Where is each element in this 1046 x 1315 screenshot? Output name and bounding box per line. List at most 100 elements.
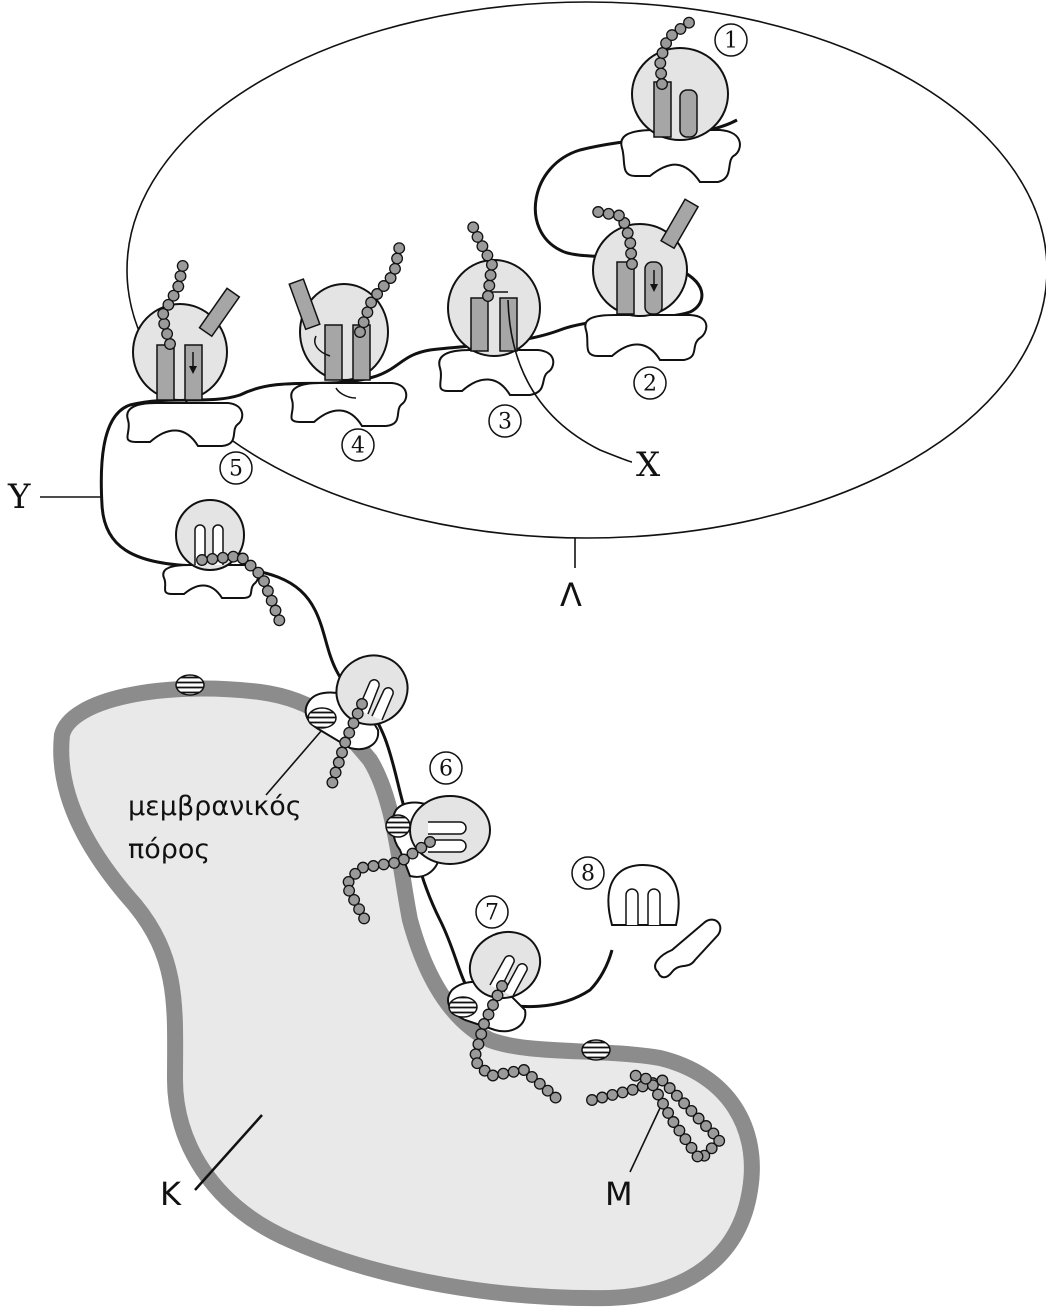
label-membrane-pore-line1: μεμβρανικός: [128, 791, 302, 822]
label-m: M: [605, 1175, 633, 1213]
amino-acid-bead: [705, 1142, 718, 1155]
amino-acid-bead: [471, 230, 484, 243]
amino-acid-bead: [663, 1082, 676, 1095]
amino-acid-bead: [626, 258, 638, 270]
amino-acid-bead: [261, 585, 274, 597]
ribosome-step-4: [288, 278, 408, 427]
svg-text:6: 6: [439, 757, 453, 782]
amino-acid-bead: [616, 1086, 629, 1099]
amino-acid-bead: [415, 841, 428, 854]
amino-acid-bead: [377, 858, 390, 871]
pore: [385, 814, 411, 838]
amino-acid-bead: [353, 903, 366, 916]
amino-acid-bead: [625, 247, 638, 260]
amino-acid-bead: [472, 1038, 485, 1051]
amino-acid-bead: [371, 288, 384, 300]
svg-text:2: 2: [643, 372, 657, 397]
amino-acid-bead: [206, 552, 219, 565]
amino-acid-bead: [674, 22, 687, 35]
step-7-marker: 7: [475, 895, 509, 929]
svg-text:1: 1: [724, 29, 738, 54]
label-y: Y: [7, 477, 31, 517]
amino-acid-bead: [549, 1091, 562, 1104]
ribosome-step-1: [620, 47, 741, 183]
amino-acid-bead: [244, 559, 257, 572]
amino-acid-bead: [273, 614, 286, 627]
amino-acid-bead: [252, 566, 265, 579]
amino-acid-bead: [377, 280, 390, 292]
ribosome-membrane-bound-6: [391, 795, 491, 878]
amino-acid-bead: [343, 726, 356, 739]
amino-acid-bead: [666, 29, 678, 42]
amino-acid-bead: [667, 1116, 680, 1128]
step-1-marker: 1: [714, 23, 748, 57]
amino-acid-bead: [406, 847, 419, 860]
amino-acid-bead: [336, 746, 348, 759]
amino-acid-bead: [467, 221, 480, 234]
label-k: K: [160, 1175, 182, 1213]
amino-acid-bead: [389, 262, 401, 275]
amino-acid-bead: [646, 1079, 659, 1092]
amino-acid-bead: [356, 698, 368, 710]
amino-acid-bead: [478, 1018, 490, 1030]
step-6-marker: 6: [429, 751, 463, 785]
amino-acid-bead: [679, 1133, 692, 1146]
amino-acid-bead: [339, 736, 352, 749]
amino-acid-bead: [507, 1065, 520, 1078]
amino-acid-bead: [592, 206, 605, 218]
amino-acid-bead: [660, 37, 673, 50]
label-membrane-pore-line2: πόρος: [128, 834, 210, 865]
amino-acid-bead: [361, 306, 374, 319]
pointer-pore: [265, 729, 323, 796]
svg-text:7: 7: [485, 901, 499, 926]
pointer-x: [507, 299, 633, 463]
step-5-marker: 5: [219, 451, 253, 485]
svg-text:8: 8: [581, 862, 595, 887]
pointer-k: [194, 1114, 263, 1191]
amino-acid-bead: [685, 1104, 698, 1117]
amino-acid-bead: [491, 989, 504, 1002]
label-x: X: [636, 445, 661, 485]
amino-acid-bead: [483, 279, 496, 292]
amino-acid-bead: [485, 258, 498, 271]
amino-acid-bead: [162, 298, 175, 311]
pointer-m: [629, 1107, 661, 1173]
amino-acid-bead: [656, 1074, 669, 1087]
pore: [448, 996, 478, 1018]
label-lambda: Λ: [560, 576, 582, 614]
amino-acid-bead: [541, 1084, 554, 1097]
amino-acid-bead: [471, 1057, 484, 1070]
svg-text:5: 5: [229, 457, 243, 482]
amino-acid-bead: [612, 209, 625, 222]
step-2-marker: 2: [633, 366, 667, 400]
amino-acid-bead: [172, 280, 185, 293]
amino-acid-bead: [691, 1150, 704, 1163]
ribosome-step-5: [126, 287, 244, 447]
amino-acid-bead: [174, 270, 187, 283]
amino-acid-bead: [349, 867, 362, 880]
amino-acid-bead: [678, 1097, 691, 1110]
amino-acid-bead: [236, 552, 249, 565]
amino-acid-bead: [606, 1088, 619, 1101]
amino-acid-bead: [626, 1083, 639, 1096]
amino-acid-bead: [391, 252, 404, 265]
pointer-lines: [40, 299, 661, 1191]
amino-acid-bead: [357, 861, 369, 874]
amino-acid-bead: [654, 57, 667, 70]
amino-acid-bead: [525, 1070, 538, 1083]
amino-acid-bead: [176, 259, 189, 272]
pore: [581, 1039, 611, 1061]
amino-acid-bead: [357, 316, 370, 329]
amino-acid-bead: [167, 289, 180, 302]
amino-acid-bead: [662, 1106, 675, 1119]
amino-acid-bead: [397, 853, 410, 866]
amino-acid-bead: [652, 1088, 664, 1101]
cytoplasm-region-ellipse: [126, 1, 1046, 539]
amino-acid-bead: [639, 1072, 652, 1085]
amino-acid-bead: [683, 16, 695, 29]
amino-acid-bead: [388, 856, 401, 869]
amino-acid-bead: [700, 1120, 712, 1132]
svg-text:3: 3: [498, 410, 512, 435]
amino-acid-bead: [482, 1008, 495, 1021]
